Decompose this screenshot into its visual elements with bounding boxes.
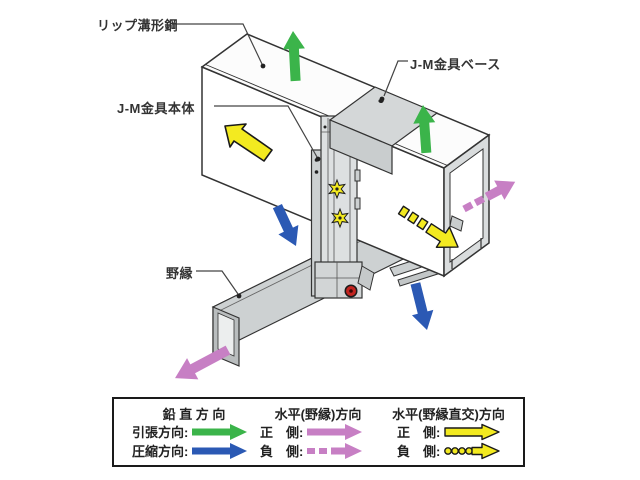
legend-row-joist-positive: 正 側: bbox=[260, 422, 363, 441]
legend-joist-positive-label: 正 側: bbox=[260, 425, 304, 440]
wing-bolt-icon bbox=[331, 207, 349, 229]
wing-bolt-icon bbox=[328, 178, 346, 200]
horizontal-perp-positive-arrow bbox=[224, 123, 273, 162]
legend-row-compression: 圧縮方向: bbox=[132, 441, 248, 460]
legend-perp-negative-label: 負 側: bbox=[397, 444, 441, 459]
jm-bracket-base bbox=[328, 86, 439, 175]
legend-pink-dashed-arrow-icon bbox=[307, 442, 363, 459]
legend-header-joist-dir: 水平(野縁)方向 bbox=[274, 407, 362, 422]
legend-row-perp-negative: 負 側: bbox=[397, 441, 502, 460]
legend-tension-label: 引張方向: bbox=[132, 425, 189, 440]
legend-joist-negative-label: 負 側: bbox=[260, 444, 304, 459]
lip-channel-label: リップ溝形鋼 bbox=[97, 18, 179, 33]
vertical-tension-arrow-top bbox=[282, 31, 305, 82]
leader-lines bbox=[172, 23, 408, 299]
jm-body-label: J-M金具本体 bbox=[117, 101, 195, 116]
legend-row-tension: 引張方向: bbox=[132, 422, 248, 441]
legend-blue-arrow-icon bbox=[192, 442, 248, 459]
legend-header-perp-dir: 水平(野縁直交)方向 bbox=[392, 407, 505, 422]
legend-pink-arrow-icon bbox=[307, 423, 363, 440]
legend-yellow-arrow-icon bbox=[444, 423, 501, 440]
horizontal-joist-negative-arrow bbox=[462, 180, 516, 213]
legend-perp-positive-label: 正 側: bbox=[397, 425, 441, 440]
direction-legend: 鉛 直 方 向 水平(野縁)方向 水平(野縁直交)方向 引張方向: 圧縮方向: … bbox=[112, 397, 525, 467]
legend-compression-label: 圧縮方向: bbox=[132, 444, 189, 459]
legend-yellow-dotted-arrow-icon bbox=[444, 442, 501, 459]
legend-header-vertical: 鉛 直 方 向 bbox=[162, 407, 226, 422]
joist-label: 野縁 bbox=[166, 266, 194, 281]
legend-row-perp-positive: 正 側: bbox=[397, 422, 502, 441]
red-screw-icon bbox=[344, 284, 358, 298]
horizontal-perp-negative-arrow bbox=[397, 205, 459, 248]
vertical-compression-arrow-left bbox=[272, 204, 299, 246]
legend-row-joist-negative: 負 側: bbox=[260, 441, 363, 460]
vertical-compression-arrow-right bbox=[410, 282, 434, 330]
jm-base-label: J-M金具ベース bbox=[410, 57, 501, 72]
horizontal-joist-positive-arrow bbox=[175, 345, 231, 380]
legend-green-arrow-icon bbox=[192, 423, 248, 440]
vertical-tension-arrow-right bbox=[413, 105, 436, 154]
